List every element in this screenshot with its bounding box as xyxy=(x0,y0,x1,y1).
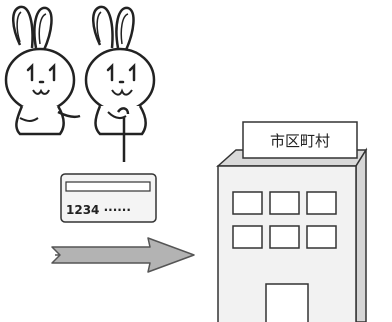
window xyxy=(306,225,337,249)
id-card: 1234 ······ xyxy=(60,173,157,223)
rabbit-mascot-left xyxy=(4,5,81,136)
transfer-arrow xyxy=(51,237,195,273)
window xyxy=(232,225,263,249)
window xyxy=(269,225,300,249)
rabbit-mascot-right xyxy=(84,5,156,162)
municipal-office-building: 市区町村 xyxy=(216,121,368,322)
window xyxy=(232,191,263,215)
window xyxy=(306,191,337,215)
building-sign xyxy=(242,121,358,159)
window xyxy=(269,191,300,215)
building-sign-label: 市区町村 xyxy=(270,132,330,150)
card-number-text: 1234 ······ xyxy=(66,203,131,217)
door xyxy=(265,283,309,322)
